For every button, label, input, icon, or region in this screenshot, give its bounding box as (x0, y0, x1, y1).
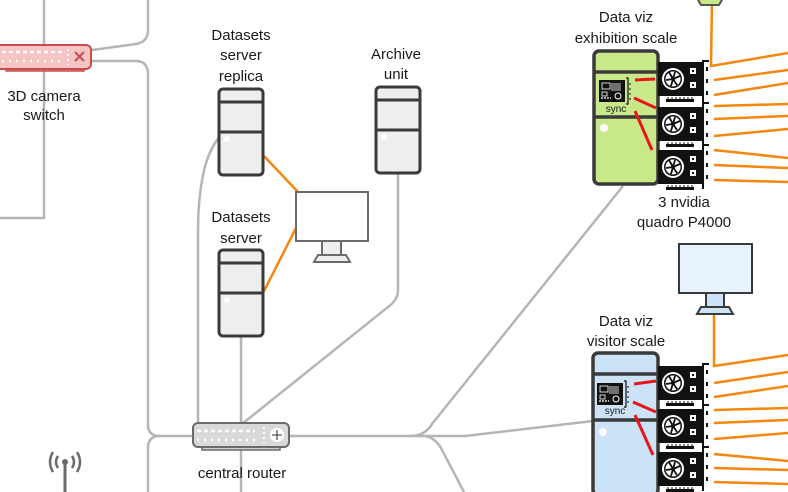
video-link (713, 148, 788, 160)
visitor-sync-label: sync (605, 406, 626, 417)
router-icon (192, 422, 290, 451)
video-link (713, 81, 788, 97)
archive-label-1: Archive (371, 46, 421, 63)
wire-router-down-left (146, 434, 161, 492)
wire-switch-router (92, 59, 194, 438)
gpu-card-icon (657, 365, 705, 492)
gpu-label-1: 3 nvidia (658, 194, 710, 211)
replica-label-1: Datasets (211, 27, 270, 44)
video-link (713, 127, 788, 138)
wire-replica-router (196, 134, 222, 424)
video-link (713, 163, 788, 170)
workstation-tower-icon (591, 351, 660, 492)
center-monitor-node[interactable] (295, 191, 369, 263)
video-link-exhibition-monitor (709, 0, 788, 68)
gpu-bracket-icon (702, 363, 710, 492)
dataset-replica-node[interactable]: Datasets server replica (211, 27, 271, 177)
video-link (713, 406, 788, 412)
video-link (713, 178, 788, 184)
video-link-visitor-monitor (712, 313, 788, 368)
exhibition-node[interactable]: Data viz exhibition scale sync (575, 0, 724, 191)
camera-switch-node[interactable]: 3D camera switch (0, 44, 92, 124)
gpu-label-2: quadro P4000 (637, 214, 731, 231)
video-link-replica-monitor (262, 154, 299, 193)
visitor-label-1: Data viz (599, 313, 653, 330)
workstation-tower-icon (592, 49, 660, 186)
replica-label-3: replica (219, 68, 264, 85)
gpu-bracket-icon (702, 60, 710, 190)
exhibition-sync-label: sync (606, 104, 627, 115)
wireless-antenna-icon (48, 451, 82, 492)
video-link (713, 466, 788, 472)
central-router-node[interactable]: central router (192, 422, 290, 482)
video-link-server-monitor (261, 227, 298, 294)
dataset-server-label-1: Datasets (211, 209, 270, 226)
wire-archive-router (241, 172, 400, 425)
video-link (713, 431, 788, 441)
video-link (713, 370, 788, 385)
wire-router-visitor (410, 419, 594, 438)
monitor-icon (678, 243, 753, 315)
archive-label-2: unit (384, 66, 409, 83)
camera-switch-label-2: switch (23, 107, 65, 124)
sync-links (633, 77, 657, 151)
exhibition-label-1: Data viz (599, 9, 653, 26)
visitor-node[interactable]: Data viz visitor scale sync (587, 313, 710, 492)
video-link (713, 102, 788, 108)
wire-switch-up (91, 0, 150, 52)
visitor-label-2: visitor scale (587, 333, 665, 350)
network-wires (0, 0, 624, 492)
video-link (713, 418, 788, 425)
wire-router-down-right (424, 434, 466, 492)
video-link (713, 452, 788, 463)
visitor-monitor-node[interactable] (678, 243, 753, 315)
dataset-server-label-2: server (220, 230, 262, 247)
monitor-icon (696, 0, 724, 6)
network-switch-icon (0, 44, 92, 72)
server-tower-icon (217, 248, 265, 338)
video-link (713, 480, 788, 486)
wire-switch-left (0, 0, 46, 220)
replica-label-2: server (220, 47, 262, 64)
monitor-icon (295, 191, 369, 263)
video-link (713, 114, 788, 121)
exhibition-label-2: exhibition scale (575, 30, 678, 47)
gpu-card-icon (657, 61, 705, 191)
archive-node[interactable]: Archive unit (371, 46, 422, 175)
dataset-server-node[interactable]: Datasets server (211, 209, 271, 338)
video-links (261, 0, 788, 486)
server-tower-icon (217, 87, 265, 177)
video-link (713, 384, 788, 399)
server-tower-icon (374, 85, 422, 175)
video-link (713, 68, 788, 82)
sync-links (632, 379, 657, 456)
router-label: central router (198, 465, 286, 482)
camera-switch-label-1: 3D camera (7, 88, 81, 105)
